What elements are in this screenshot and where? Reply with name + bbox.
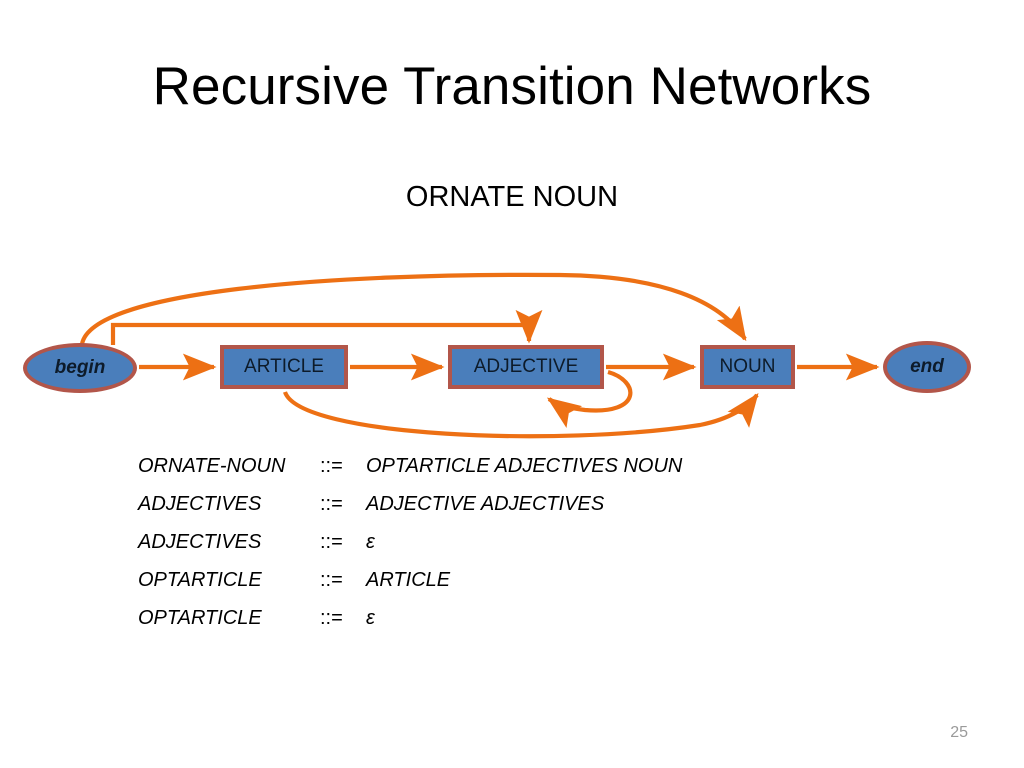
rule-lhs: ORNATE-NOUN <box>138 455 286 477</box>
node-adjective[interactable]: ADJECTIVE <box>448 345 604 389</box>
rule-rhs: OPTARTICLE ADJECTIVES NOUN <box>366 455 683 477</box>
rule-rhs: ARTICLE <box>366 569 451 591</box>
grammar-rule: ORNATE-NOUN ::= OPTARTICLE ADJECTIVES NO… <box>138 455 898 478</box>
rule-lhs: OPTARTICLE <box>138 607 262 629</box>
diagram-edges <box>79 272 880 439</box>
edge-article-noun <box>283 391 759 439</box>
edge-adjective-self-loop <box>546 369 633 428</box>
rule-rhs: ε <box>366 531 375 553</box>
rule-operator: ::= <box>320 493 343 515</box>
rule-lhs: OPTARTICLE <box>138 569 262 591</box>
node-noun-label: NOUN <box>719 356 776 377</box>
node-begin-label: begin <box>54 357 106 378</box>
rule-operator: ::= <box>320 455 343 477</box>
grammar-rule: OPTARTICLE ::= ε <box>138 607 898 630</box>
node-article-label: ARTICLE <box>244 356 324 377</box>
grammar-rules: ORNATE-NOUN ::= OPTARTICLE ADJECTIVES NO… <box>138 455 898 645</box>
rule-lhs: ADJECTIVES <box>138 493 262 515</box>
edge-begin-noun <box>79 272 747 345</box>
edge-begin-adjective <box>110 309 543 345</box>
rule-operator: ::= <box>320 607 343 629</box>
node-begin[interactable]: begin <box>23 343 137 393</box>
transition-network-diagram: begin ARTICLE ADJECTIVE NOUN end <box>0 255 1024 445</box>
rule-operator: ::= <box>320 531 343 553</box>
node-adjective-label: ADJECTIVE <box>473 356 579 377</box>
rule-lhs: ADJECTIVES <box>138 531 262 553</box>
page-title: Recursive Transition Networks <box>152 57 872 116</box>
page-number: 25 <box>950 724 968 741</box>
node-noun[interactable]: NOUN <box>700 345 795 389</box>
rule-rhs: ADJECTIVE ADJECTIVES <box>366 493 605 515</box>
node-end[interactable]: end <box>883 341 971 393</box>
rule-rhs: ε <box>366 607 375 629</box>
grammar-rule: OPTARTICLE ::= ARTICLE <box>138 569 898 592</box>
grammar-rule: ADJECTIVES ::= ADJECTIVE ADJECTIVES <box>138 493 898 516</box>
node-article[interactable]: ARTICLE <box>220 345 348 389</box>
grammar-rule: ADJECTIVES ::= ε <box>138 531 898 554</box>
subtitle: ORNATE NOUN <box>405 181 619 213</box>
node-end-label: end <box>910 356 944 377</box>
rule-operator: ::= <box>320 569 343 591</box>
